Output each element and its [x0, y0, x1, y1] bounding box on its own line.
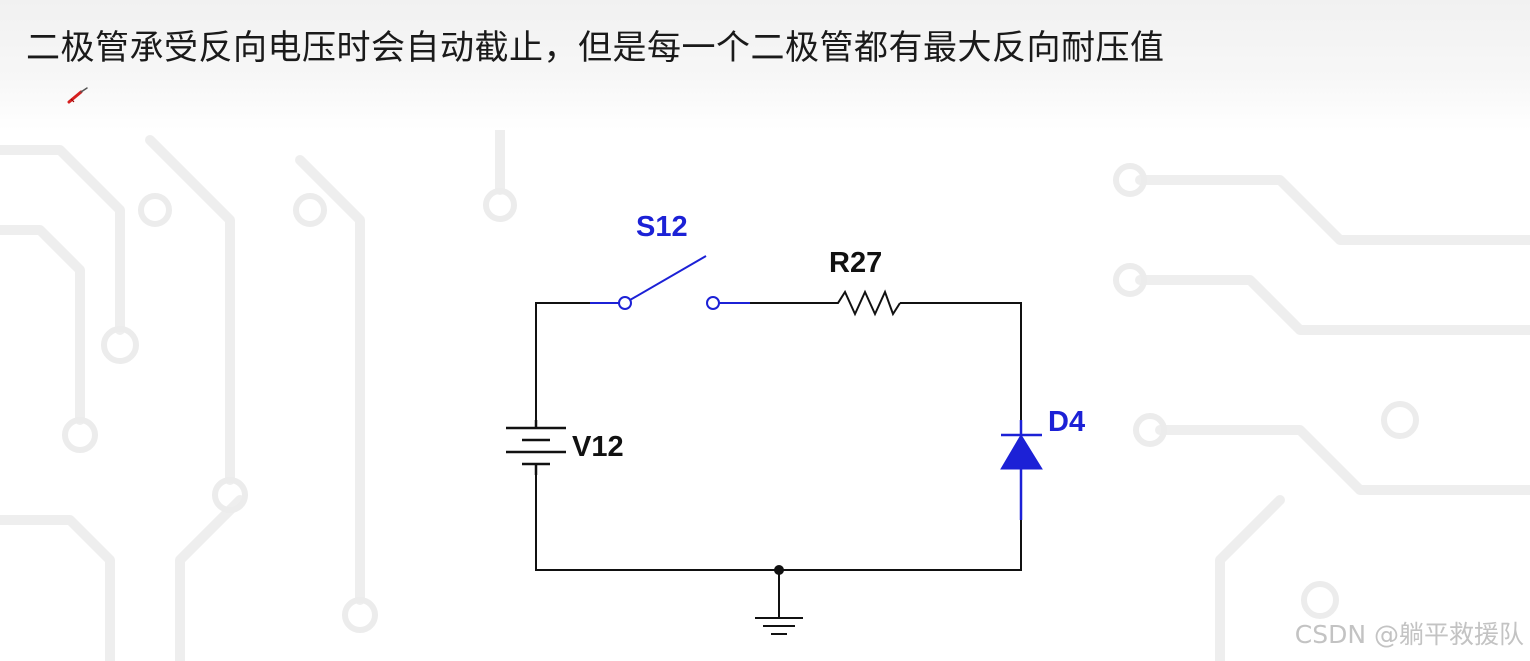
switch-s12 — [590, 255, 750, 310]
battery-v12 — [506, 420, 566, 475]
resistor-label: R27 — [829, 247, 882, 279]
slide-title: 二极管承受反向电压时会自动截止，但是每一个二极管都有最大反向耐压值 — [26, 28, 1165, 68]
watermark: CSDN @躺平救援队 — [1294, 620, 1524, 649]
ground-symbol — [755, 617, 803, 635]
resistor-r27 — [830, 289, 901, 317]
battery-label: V12 — [572, 431, 624, 463]
pen-cursor-icon — [67, 87, 88, 104]
diode-d4 — [1000, 420, 1043, 520]
diode-label: D4 — [1048, 406, 1085, 438]
title-band — [0, 0, 1530, 130]
junction-node — [774, 565, 784, 575]
switch-label: S12 — [636, 211, 688, 243]
